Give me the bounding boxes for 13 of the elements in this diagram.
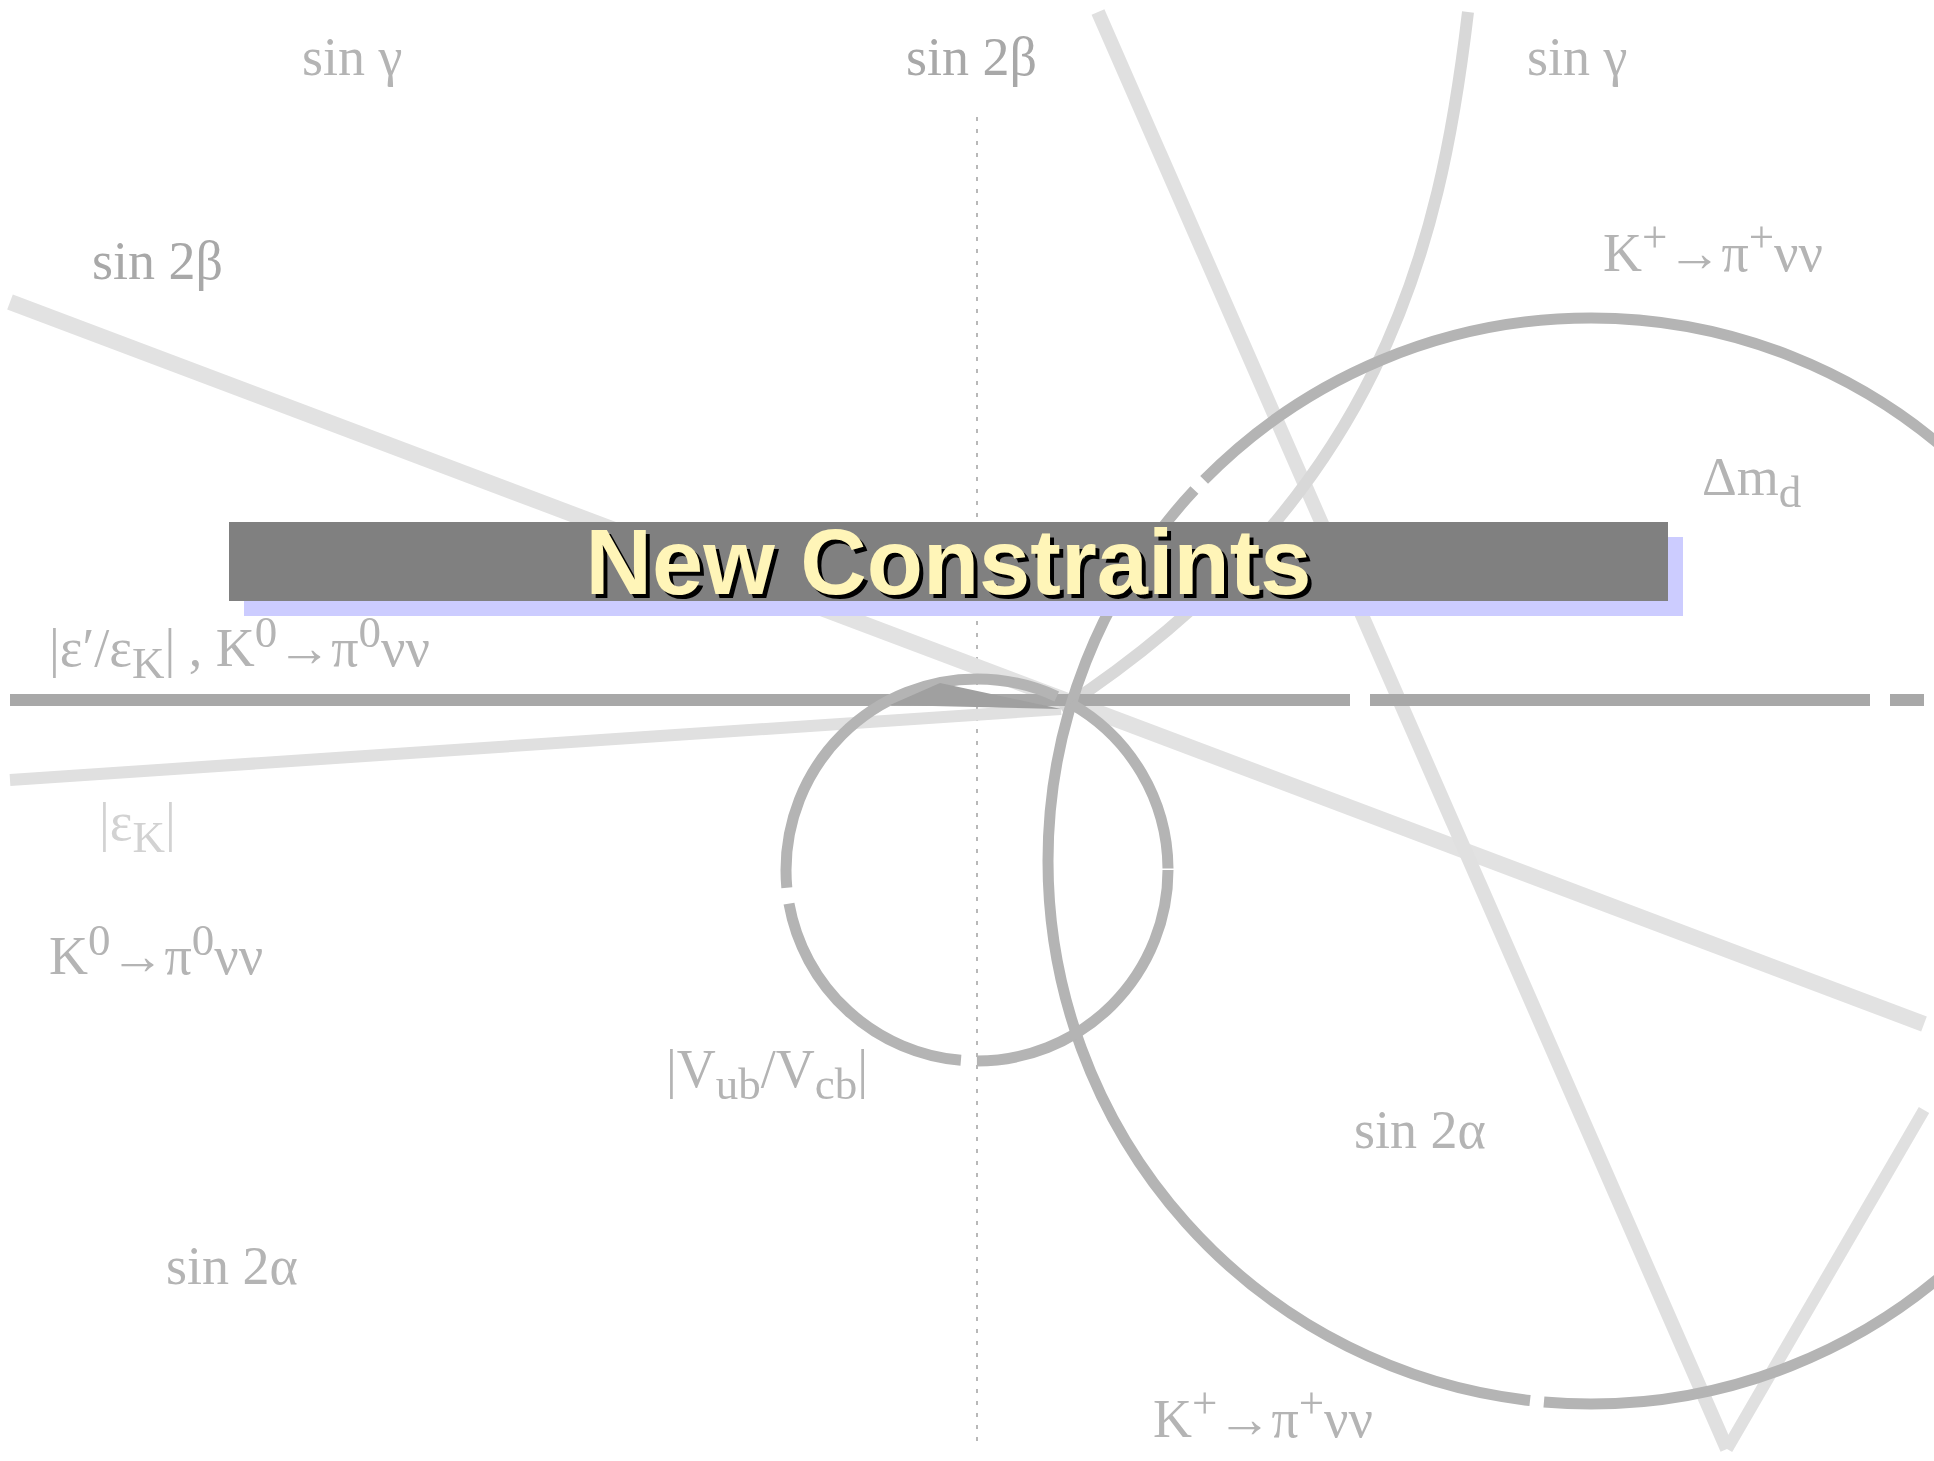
constraint-label: sin γ (1527, 28, 1628, 88)
constraint-label: |ε′/ε$_{K}$| , K$^{0}$→π$^{0}$νν (49, 608, 430, 689)
constraint-label: K$^{+}$→π$^{+}$νν (1153, 1379, 1373, 1450)
slide-title: New Constraints (585, 515, 1312, 608)
constraint-label: |V$_{ub}$/V$_{cb}$| (666, 1040, 869, 1110)
constraint-label: sin γ (302, 28, 403, 88)
constraint-label: K$^{0}$→π$^{0}$νν (49, 916, 264, 987)
constraint-label: sin 2α (1354, 1101, 1486, 1161)
constraint-label: K$^{+}$→π$^{+}$νν (1603, 213, 1823, 284)
constraint-label: sin 2α (166, 1237, 298, 1297)
constraint-label: Δm$_{d}$ (1702, 448, 1802, 518)
constraint-label: sin 2β (92, 232, 223, 292)
constraint-label: sin 2β (906, 28, 1037, 88)
